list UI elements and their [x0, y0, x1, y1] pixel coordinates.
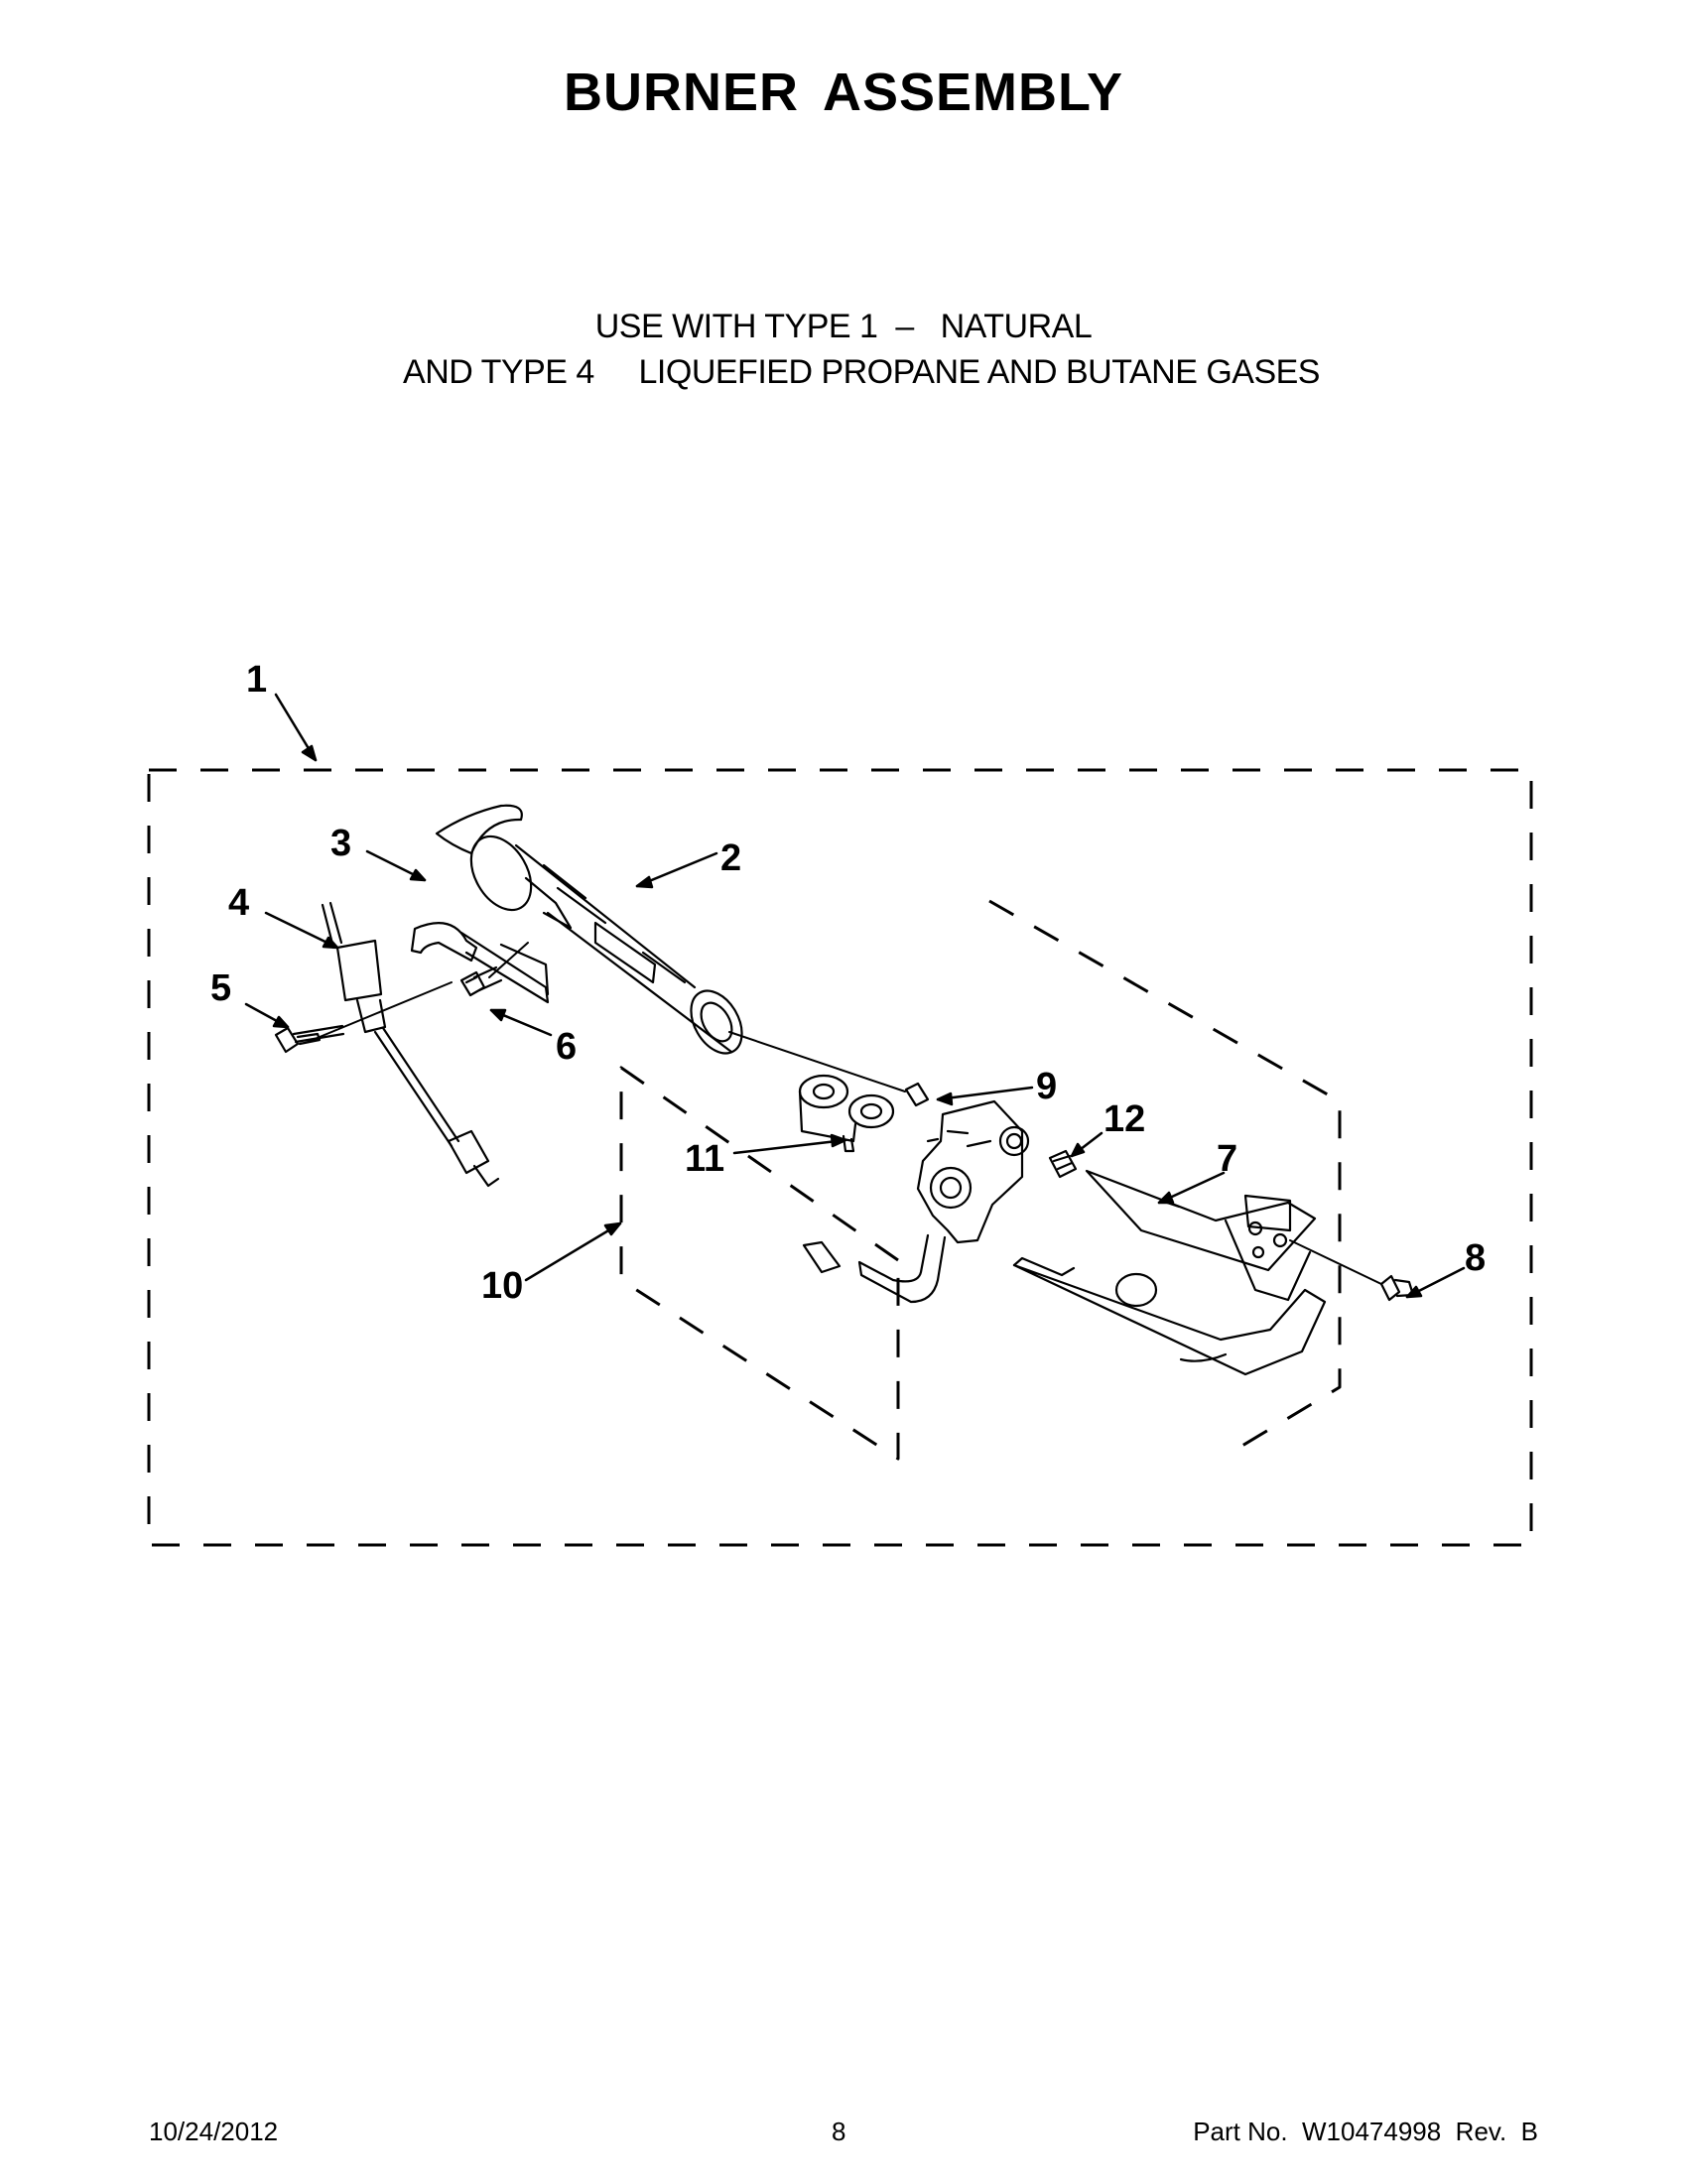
- page-title: BURNER ASSEMBLY: [563, 63, 1124, 122]
- gas-valve-part: [802, 1082, 1030, 1304]
- bracket-part: [410, 922, 550, 1004]
- subassembly-boundary-10: [619, 899, 1342, 1461]
- assembly-boundary-1: [147, 768, 1533, 1547]
- callout-2: 2: [720, 837, 741, 879]
- burner-bracket-part: [1012, 1169, 1327, 1376]
- callout-labels: 1 3 2 4 5 6 9 12 11 7 8 10: [210, 659, 1486, 1307]
- callout-11: 11: [685, 1138, 724, 1180]
- footer-part-number: Part No. W10474998 Rev. B: [1193, 2117, 1538, 2146]
- callout-6: 6: [556, 1026, 577, 1068]
- callout-3: 3: [330, 823, 351, 864]
- callout-5: 5: [210, 967, 231, 1009]
- callout-4: 4: [228, 882, 249, 924]
- callout-9: 9: [1036, 1066, 1057, 1107]
- callout-12: 12: [1103, 1098, 1145, 1140]
- screw-part-6: [459, 965, 503, 997]
- screw-part-5: [274, 1024, 345, 1054]
- coil-part: [798, 1074, 895, 1153]
- callout-1: 1: [246, 659, 267, 701]
- callout-8: 8: [1465, 1237, 1486, 1279]
- screw-part-8: [1379, 1274, 1415, 1302]
- orifice-part: [1048, 1149, 1078, 1179]
- leader-arrows: [244, 693, 1466, 1299]
- callout-10: 10: [481, 1265, 523, 1307]
- alignment-lines: [307, 942, 1382, 1285]
- footer-page-number: 8: [832, 2117, 846, 2146]
- callout-7: 7: [1217, 1138, 1237, 1180]
- footer-date: 10/24/2012: [149, 2117, 279, 2146]
- usage-note-line-1: USE WITH TYPE 1 – NATURAL: [594, 308, 1093, 345]
- usage-note-line-2: AND TYPE 4 LIQUEFIED PROPANE AND BUTANE …: [403, 353, 1320, 391]
- burner-tube-part: [435, 804, 743, 1055]
